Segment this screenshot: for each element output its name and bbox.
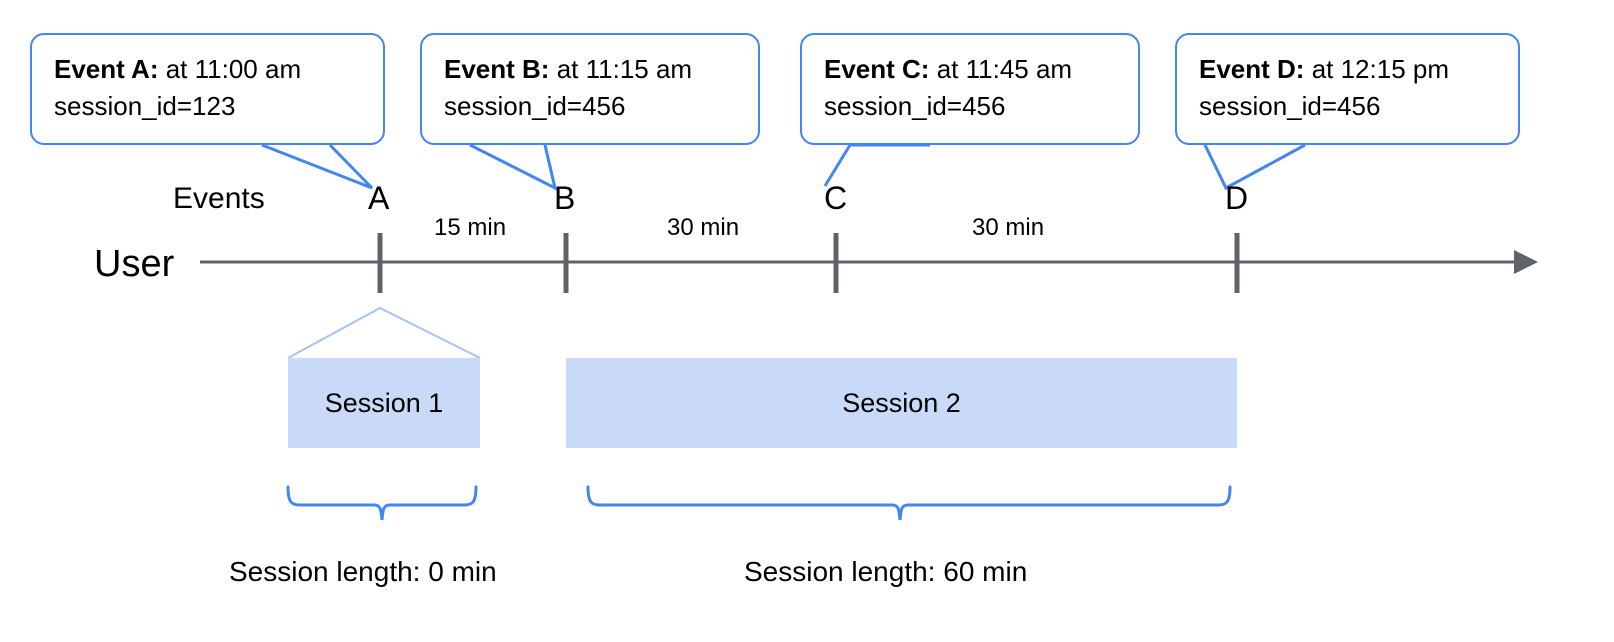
session-bar-2[interactable]: Session 2 (566, 358, 1237, 448)
callout-d-event-label: Event D: (1199, 54, 1305, 84)
callout-tail-a (261, 143, 374, 190)
session-length-label-1: Session length: 0 min (229, 556, 497, 587)
session-bar-1[interactable]: Session 1 (288, 358, 480, 448)
callout-b-event-label: Event B: (444, 54, 550, 84)
callout-c-line2: session_id=456 (824, 90, 1006, 121)
user-row-label: User (94, 243, 175, 285)
session1-funnel (287, 306, 481, 359)
session-length-label-2: Session length: 60 min (744, 556, 1028, 587)
events-row-label: Events (173, 182, 265, 215)
callout-tail-d (1203, 143, 1306, 191)
event-letter-c: C (824, 180, 848, 216)
event-letter-b: B (554, 180, 576, 216)
session-bar-1-label: Session 1 (324, 387, 444, 418)
callout-event-a[interactable]: Event A: at 11:00 am session_id=123 (30, 33, 385, 145)
callout-c-line1: Event C: at 11:45 am (824, 51, 1120, 88)
callout-c-event-detail: at 11:45 am (929, 54, 1073, 84)
callout-a-line2: session_id=123 (54, 90, 236, 121)
callout-b-line1: Event B: at 11:15 am (444, 51, 740, 88)
callout-d-event-detail: at 12:15 pm (1304, 54, 1450, 84)
callout-c-event-label: Event C: (824, 54, 930, 84)
interval-label-a-b: 15 min (434, 214, 507, 241)
callout-a-line1: Event A: at 11:00 am (54, 51, 365, 88)
callout-d-line2: session_id=456 (1199, 90, 1381, 121)
event-letter-a: A (368, 180, 390, 216)
callout-tail-b (469, 143, 558, 191)
event-letter-d: D (1225, 180, 1249, 216)
brace-session-2 (586, 485, 1232, 521)
callout-event-c[interactable]: Event C: at 11:45 am session_id=456 (800, 33, 1140, 145)
callout-b-line2: session_id=456 (444, 90, 626, 121)
brace-session-1 (286, 485, 478, 521)
callout-d-line1: Event D: at 12:15 pm (1199, 51, 1500, 88)
callout-b-event-detail: at 11:15 am (549, 54, 693, 84)
interval-label-c-d: 30 min (972, 214, 1045, 241)
callout-event-d[interactable]: Event D: at 12:15 pm session_id=456 (1175, 33, 1520, 145)
interval-label-b-c: 30 min (667, 214, 740, 241)
callout-a-event-detail: at 11:00 am (158, 54, 302, 84)
callout-event-b[interactable]: Event B: at 11:15 am session_id=456 (420, 33, 760, 145)
callout-a-event-label: Event A: (54, 54, 159, 84)
session-bar-2-label: Session 2 (842, 387, 961, 418)
